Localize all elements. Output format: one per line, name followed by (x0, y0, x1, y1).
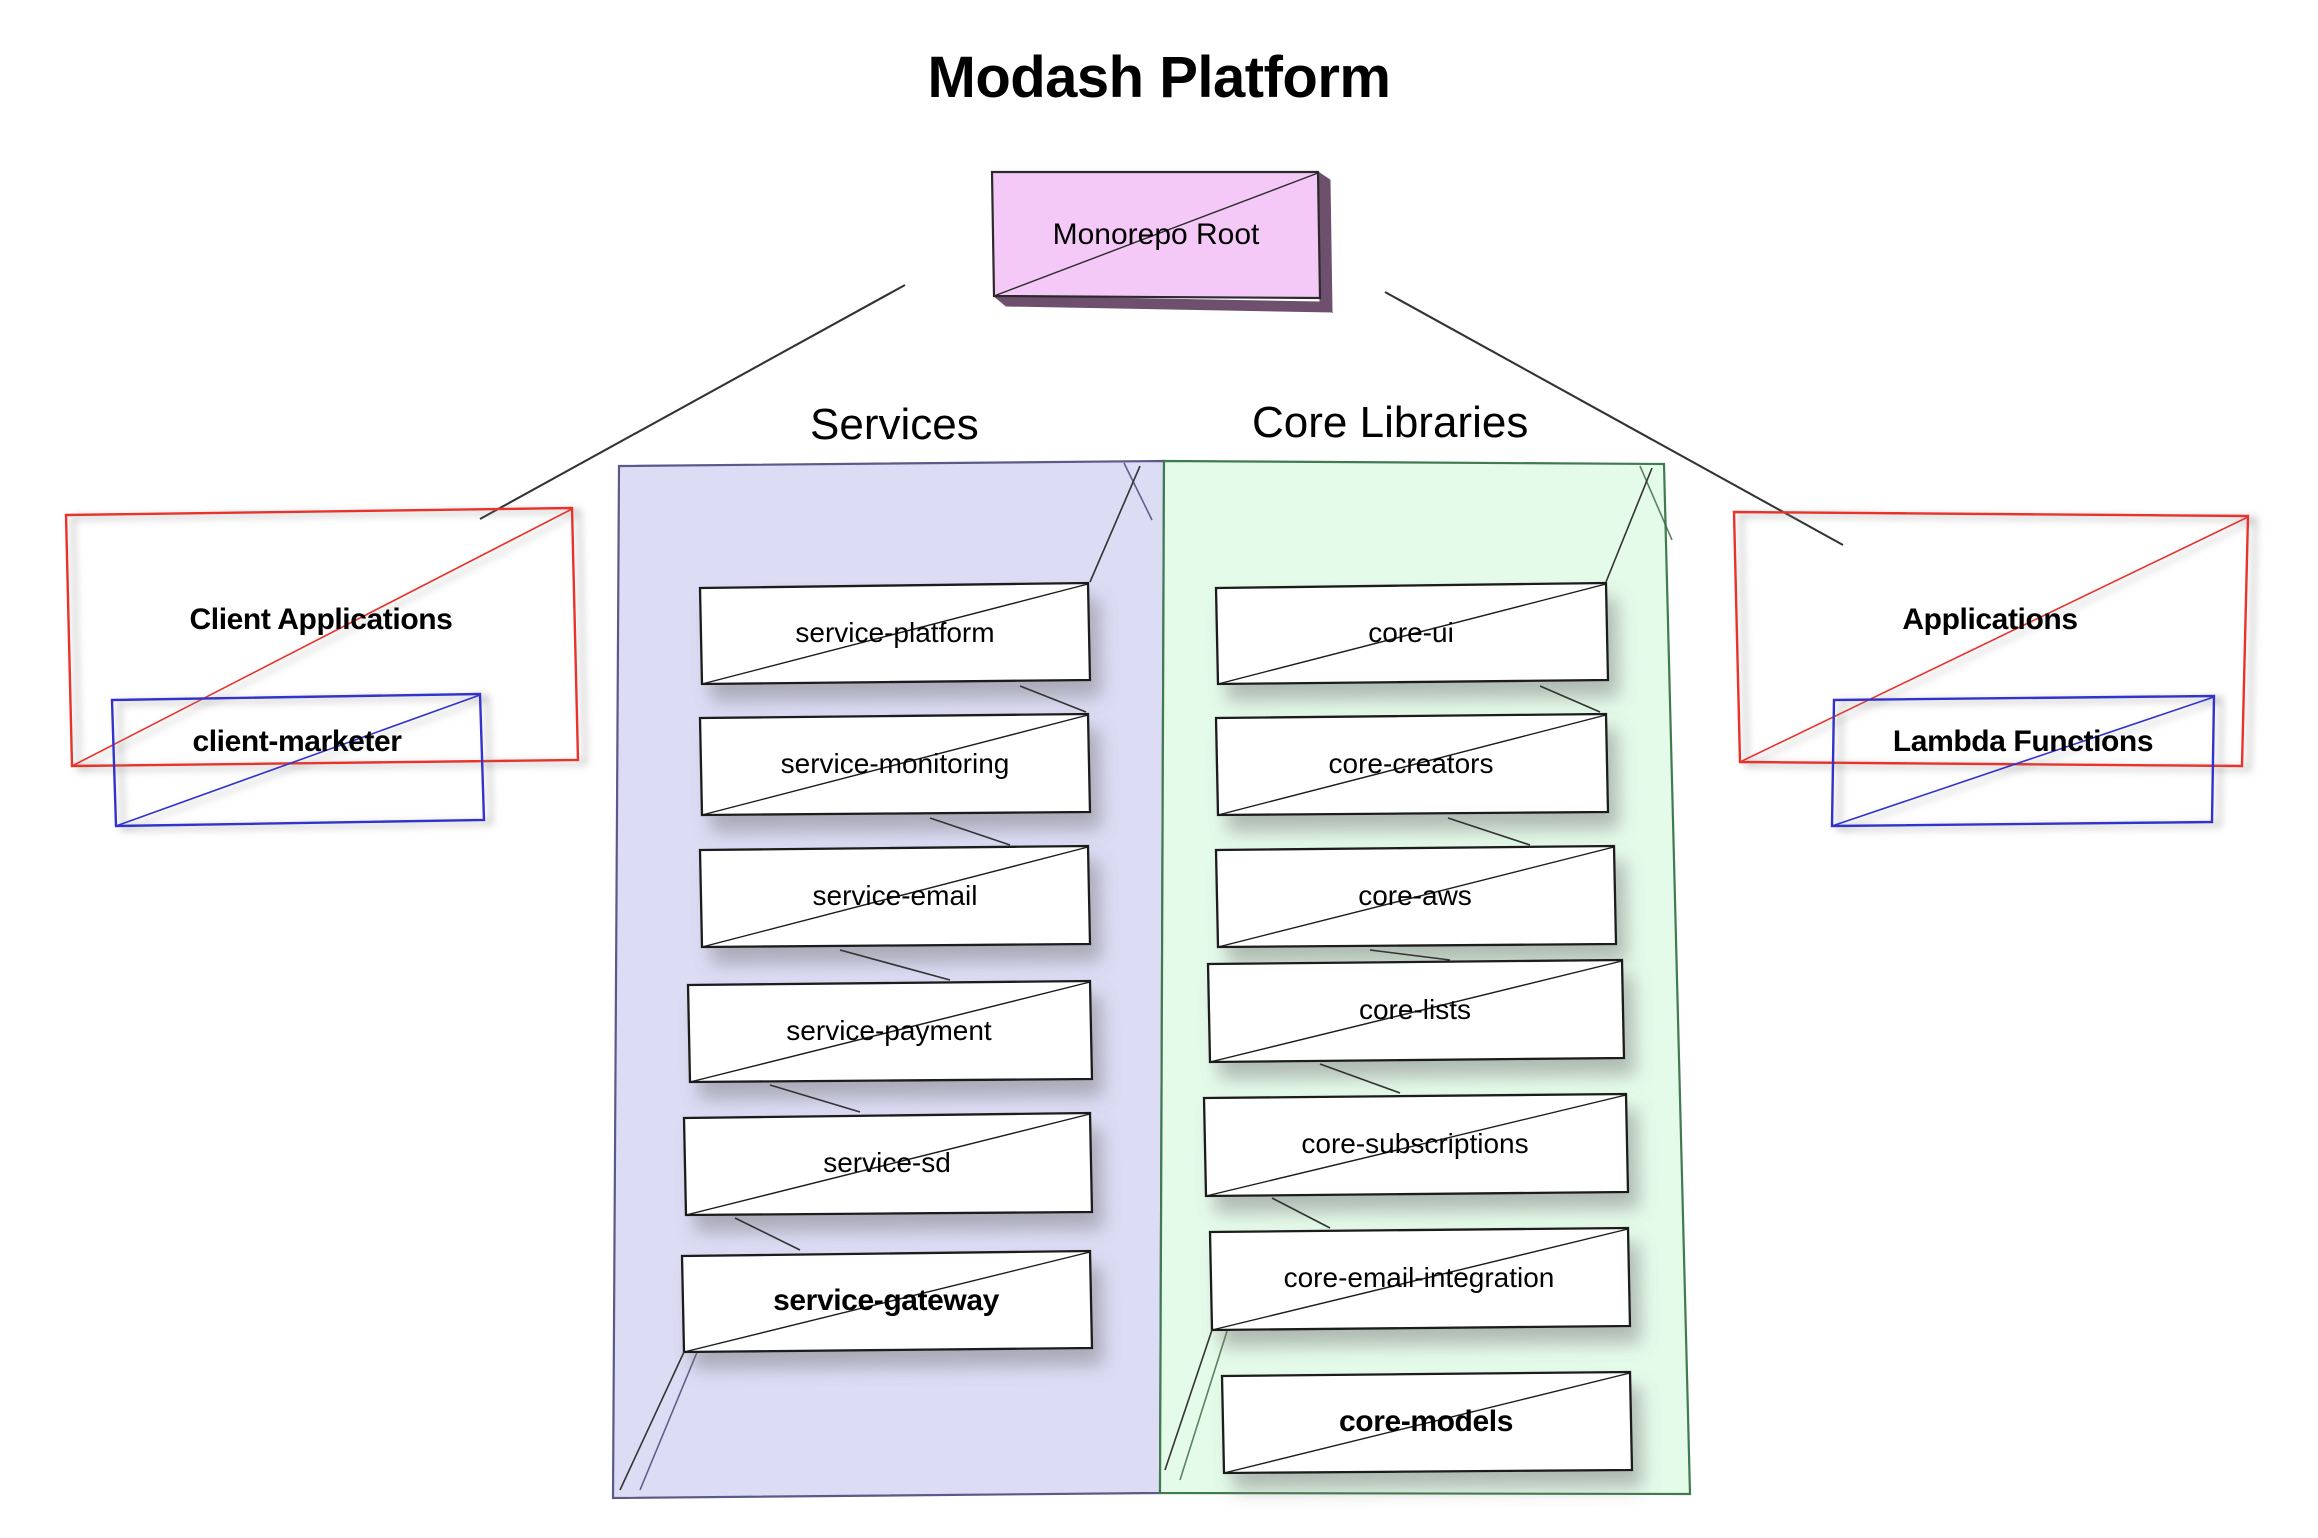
node-label-client-marketer: client-marketer (192, 725, 402, 758)
group-client-applications[interactable] (64, 506, 580, 768)
node-label-service-monitoring: service-monitoring (780, 748, 1010, 779)
node-label-core-models: core-models (1339, 1405, 1513, 1438)
node-service-email[interactable] (698, 844, 1092, 949)
node-core-models[interactable] (1220, 1370, 1634, 1475)
node-service-sd[interactable] (682, 1111, 1094, 1217)
node-service-platform[interactable] (698, 581, 1092, 686)
group-label-services: Services (810, 400, 979, 449)
node-label-service-email: service-email (812, 880, 978, 911)
node-monorepo-root[interactable] (990, 170, 1334, 314)
node-core-creators[interactable] (1214, 712, 1610, 817)
node-label-core-subscriptions: core-subscriptions (1301, 1128, 1529, 1159)
connector-root-to-client-applications (479, 284, 906, 520)
node-label-service-gateway: service-gateway (773, 1284, 999, 1317)
node-label-core-aws: core-aws (1358, 880, 1472, 911)
group-label-core-libraries: Core Libraries (1252, 398, 1529, 447)
node-service-monitoring[interactable] (698, 712, 1092, 817)
connectors-core (1164, 467, 1653, 1471)
node-core-subscriptions[interactable] (1202, 1092, 1630, 1198)
node-service-gateway[interactable] (680, 1249, 1094, 1354)
group-applications[interactable] (1732, 510, 2250, 768)
node-label-service-sd: service-sd (823, 1147, 951, 1178)
group-label-applications: Applications (1902, 603, 2078, 636)
node-service-payment[interactable] (686, 979, 1094, 1084)
node-client-marketer[interactable] (110, 692, 486, 828)
node-label-core-lists: core-lists (1358, 994, 1471, 1025)
node-label-service-platform: service-platform (795, 617, 995, 648)
node-core-email-integration[interactable] (1208, 1226, 1632, 1332)
node-label-monorepo-root: Monorepo Root (1052, 218, 1260, 251)
connector-root-to-applications (1384, 291, 1844, 546)
group-label-client-applications: Client Applications (189, 603, 453, 636)
node-lambda-functions[interactable] (1830, 694, 2216, 828)
node-label-core-creators: core-creators (1328, 748, 1494, 779)
page-title: Modash Platform (927, 45, 1392, 110)
node-label-lambda-functions: Lambda Functions (1892, 725, 2154, 758)
node-label-service-payment: service-payment (786, 1015, 992, 1046)
node-core-aws[interactable] (1214, 844, 1618, 949)
node-core-ui[interactable] (1214, 581, 1610, 686)
node-label-core-ui: core-ui (1368, 617, 1454, 648)
connectors-services (619, 465, 1141, 1491)
node-label-core-email-integration: core-email-integration (1283, 1262, 1555, 1293)
node-core-lists[interactable] (1206, 958, 1626, 1064)
